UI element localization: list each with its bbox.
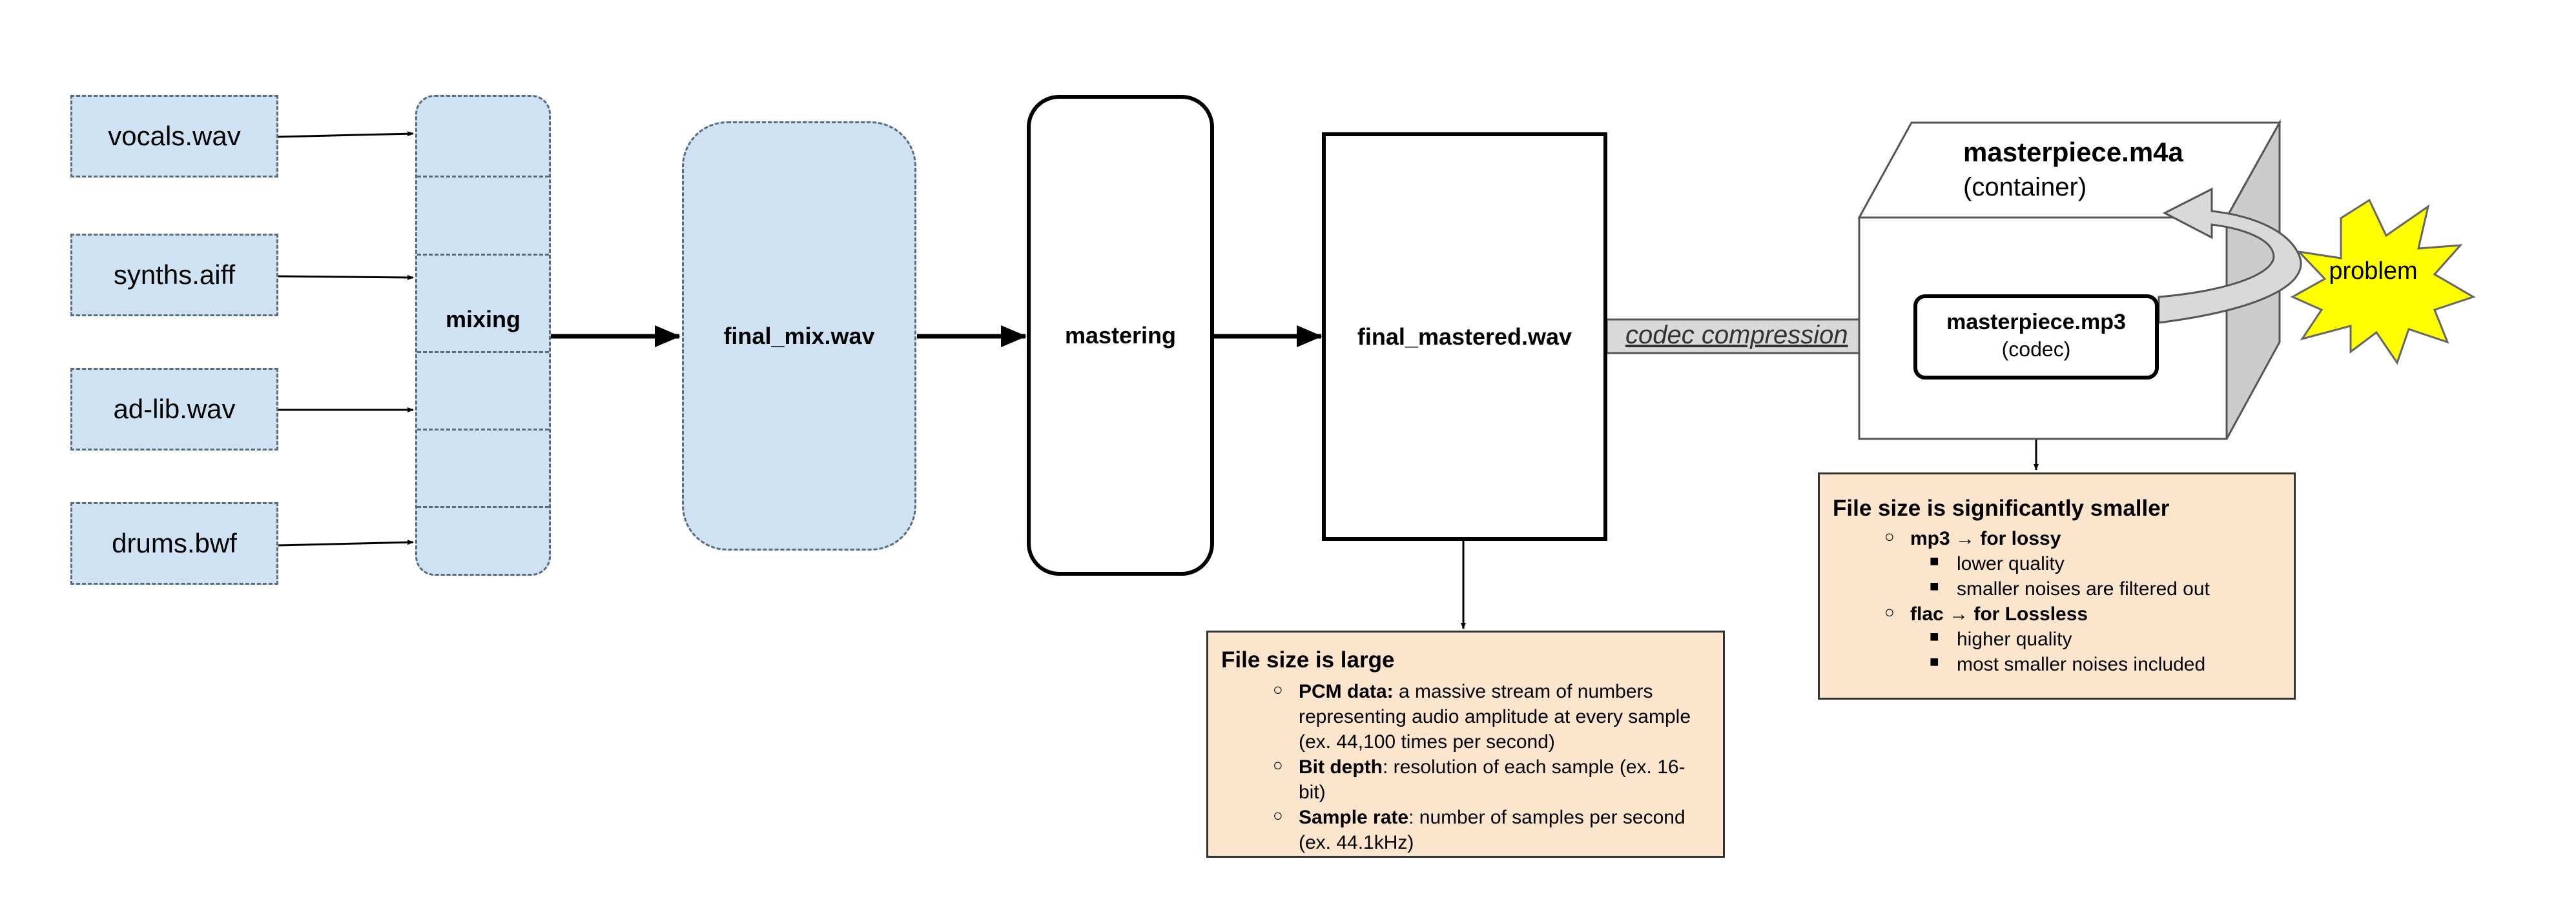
note-list: PCM data: a massive stream of numbers re… (1273, 679, 1710, 855)
note-item-text: a massive stream of numbers representing… (1299, 680, 1691, 753)
final-mix-node: final_mix.wav (682, 121, 916, 551)
arrow-drums-to-mixing (277, 540, 414, 547)
note-group: flac → for Lossless higher quality most … (1884, 602, 2281, 677)
note-title: File size is significantly smaller (1833, 496, 2170, 521)
input-file-synths: synths.aiff (70, 234, 278, 316)
curved-escape-arrow (2158, 187, 2302, 324)
input-file-drums: drums.bwf (70, 502, 278, 585)
input-file-vocals: vocals.wav (70, 95, 278, 177)
note-item: Sample rate: number of samples per secon… (1273, 805, 1710, 855)
note-list: mp3 → for lossy lower quality smaller no… (1884, 526, 2281, 677)
note-group-label: flac → for Lossless (1910, 603, 2088, 625)
mastering-label: mastering (1064, 321, 1177, 349)
note-title: File size is large (1221, 647, 1395, 673)
mixing-divider (417, 506, 549, 508)
note-item-term: Sample rate (1299, 806, 1409, 828)
note-item-term: PCM data: (1299, 680, 1394, 702)
mixing-divider (417, 176, 549, 177)
container-subtitle: (container) (1963, 173, 2087, 201)
final-mastered-label: final_mastered.wav (1357, 323, 1572, 350)
mixing-divider (417, 351, 549, 353)
final-mix-label: final_mix.wav (723, 322, 875, 349)
note-item-term: Bit depth (1299, 756, 1383, 778)
input-file-adlib: ad-lib.wav (70, 368, 278, 451)
input-file-label: drums.bwf (112, 528, 237, 558)
codec-subtitle: (codec) (2001, 338, 2071, 361)
codec-compression-label: codec compression (1625, 321, 1848, 349)
note-item: PCM data: a massive stream of numbers re… (1273, 679, 1710, 755)
mastering-node: mastering (1027, 95, 1214, 576)
note-group-label: mp3 → for lossy (1910, 527, 2061, 549)
note-subitem: lower quality (1930, 551, 2281, 576)
note-item: Bit depth: resolution of each sample (ex… (1273, 755, 1710, 805)
arrow-synths-to-mixing (277, 274, 414, 280)
problem-starburst (2290, 198, 2476, 365)
mixing-stack: mixing (415, 95, 551, 576)
note-subitem: most smaller noises included (1930, 652, 2281, 677)
container-title: masterpiece.m4a (1963, 137, 2183, 167)
note-item-text: : number of samples per second (ex. 44.1… (1299, 806, 1685, 853)
mixing-divider (417, 254, 549, 256)
note-large-filesize: File size is large PCM data: a massive s… (1206, 631, 1725, 858)
note-small-filesize: File size is significantly smaller mp3 →… (1818, 472, 2296, 700)
codec-title: masterpiece.mp3 (1946, 310, 2126, 334)
note-subitem: higher quality (1930, 627, 2281, 652)
input-file-label: vocals.wav (108, 121, 241, 151)
note-subitem: smaller noises are filtered out (1930, 576, 2281, 602)
problem-label: problem (2329, 257, 2418, 285)
input-file-label: synths.aiff (113, 259, 236, 290)
final-mastered-node: final_mastered.wav (1322, 132, 1607, 541)
mixing-divider (417, 429, 549, 431)
note-group: mp3 → for lossy lower quality smaller no… (1884, 526, 2281, 602)
note-item-text: : resolution of each sample (ex. 16-bit) (1299, 756, 1685, 803)
input-file-label: ad-lib.wav (113, 394, 236, 424)
codec-box: masterpiece.mp3 (codec) (1913, 294, 2159, 380)
arrow-vocals-to-mixing (277, 131, 414, 138)
